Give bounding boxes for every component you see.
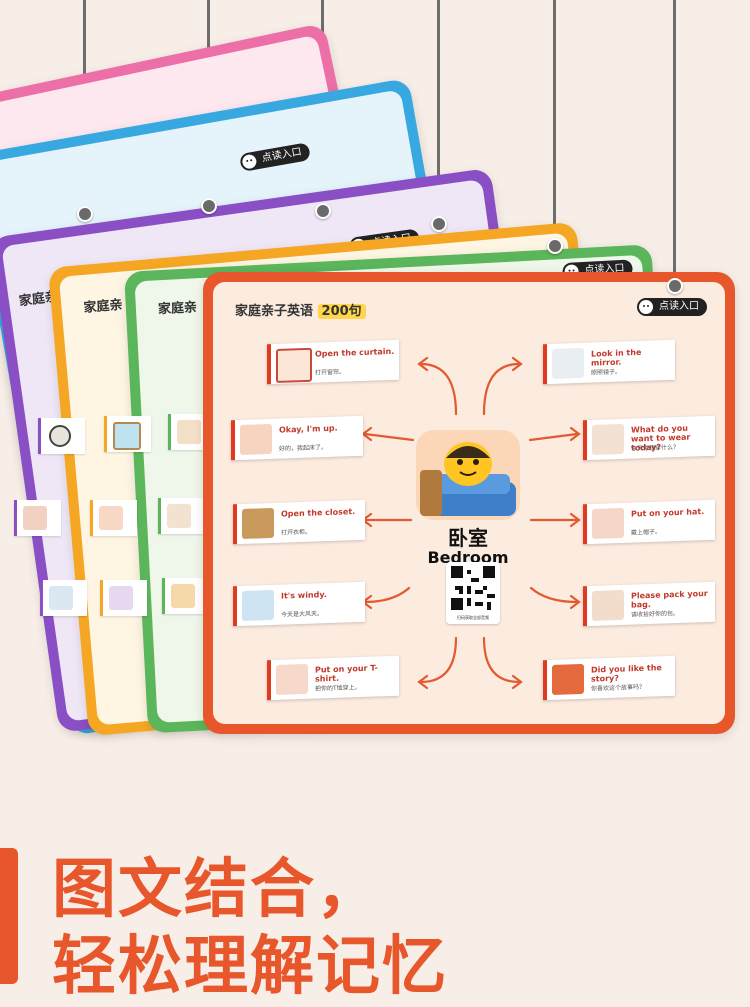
curtain-icon [276,347,312,383]
pin-icon [431,216,447,232]
tile-thumbnail [162,578,209,614]
child-in-bed-icon [240,423,272,455]
tile-thumbnail [104,416,151,452]
main-card-bedroom: 家庭亲子英语 200句 点读入口 [203,272,735,734]
smile-icon [639,300,653,314]
phrase-card[interactable]: What do you want to wear today? 今天你想穿什么？ [583,415,715,461]
hanging-string [673,0,676,282]
product-stage: 点读入口 家庭亲 点读入口 家庭亲 点读入口 家庭亲 点读入口 家庭亲子英语 2… [0,0,750,800]
child-icon [23,506,47,530]
phrase-card[interactable]: It's windy. 今天是大风天。 [233,581,365,627]
child-icon [167,504,191,528]
hanging-string [553,0,556,242]
pack-bag-icon [592,589,624,621]
read-entry-button[interactable]: 点读入口 [637,298,707,316]
windy-icon [242,589,274,621]
arrowhead-icon [417,674,429,690]
smile-icon [241,153,258,170]
child-icon [99,506,123,530]
arrow-down-left [419,636,458,684]
closet-icon [242,507,274,539]
window-icon [113,422,141,450]
phrase-card[interactable]: Look in the mirror. 照照镜子。 [543,339,675,385]
bedroom-character-icon [416,430,520,520]
room-name-zh: 卧室 [448,526,488,550]
phrase-card[interactable]: Put on your T-shirt. 把你的T恤穿上。 [267,655,399,701]
card-title: 家庭亲子英语 200句 [235,300,366,319]
arrow-up-left [419,362,458,416]
accent-bar [0,848,18,984]
arrowhead-icon [361,426,373,442]
phrase-card[interactable]: Open the curtain. 打开窗帘。 [267,339,399,385]
storybook-icon [552,663,584,695]
arrow-right [528,432,579,442]
headline-line-2: 轻松理解记忆 [52,930,448,1004]
tile-thumbnail [158,498,205,534]
phrase-card[interactable]: Put on your hat. 戴上帽子。 [583,499,715,545]
headline-line-1: 图文结合， [52,853,382,927]
arrowhead-icon [569,426,581,442]
arrow-down-right [482,636,521,684]
pin-icon [667,278,683,294]
mirror-icon [552,347,584,379]
phrase-card[interactable]: Okay, I'm up. 好的，我起床了。 [231,415,363,461]
clock-icon [49,425,71,447]
tile-thumbnail [14,500,61,536]
phrase-card[interactable]: Did you like the story? 你喜欢这个故事吗？ [543,655,675,701]
tile-thumbnail [90,500,137,536]
arrow-left [363,586,411,604]
arrow-left [363,432,415,442]
arrowhead-icon [511,356,523,372]
hat-icon [592,507,624,539]
hanging-string [437,0,440,220]
picture-icon [109,586,133,610]
card-title: 家庭亲 [157,300,198,318]
tile-thumbnail [100,580,147,616]
tile-thumbnail [40,580,87,616]
arrow-up-right [482,362,521,416]
arrow-connectors [361,356,581,690]
qr-code[interactable]: 扫码获取全部音频 [446,562,500,624]
arrowhead-icon [511,674,523,690]
arrowhead-icon [569,512,581,528]
tile-thumbnail [38,418,85,454]
pin-icon [77,206,93,222]
phrase-card[interactable]: Please pack your bag. 请收拾好你的包。 [583,581,715,627]
pin-icon [201,198,217,214]
arrow-right [529,586,579,604]
t-shirt-icon [276,663,308,695]
picture-icon [49,586,73,610]
pin-icon [315,203,331,219]
phrase-card[interactable]: Open the closet. 打开衣柜。 [233,499,365,545]
qr-code-icon [451,566,495,610]
arrowhead-icon [569,594,581,610]
picture-icon [171,584,195,608]
card-title: 家庭亲 [83,297,124,317]
parent-child-icon [592,423,624,455]
arrowhead-icon [417,356,429,372]
pin-icon [547,238,563,254]
child-icon [177,420,201,444]
